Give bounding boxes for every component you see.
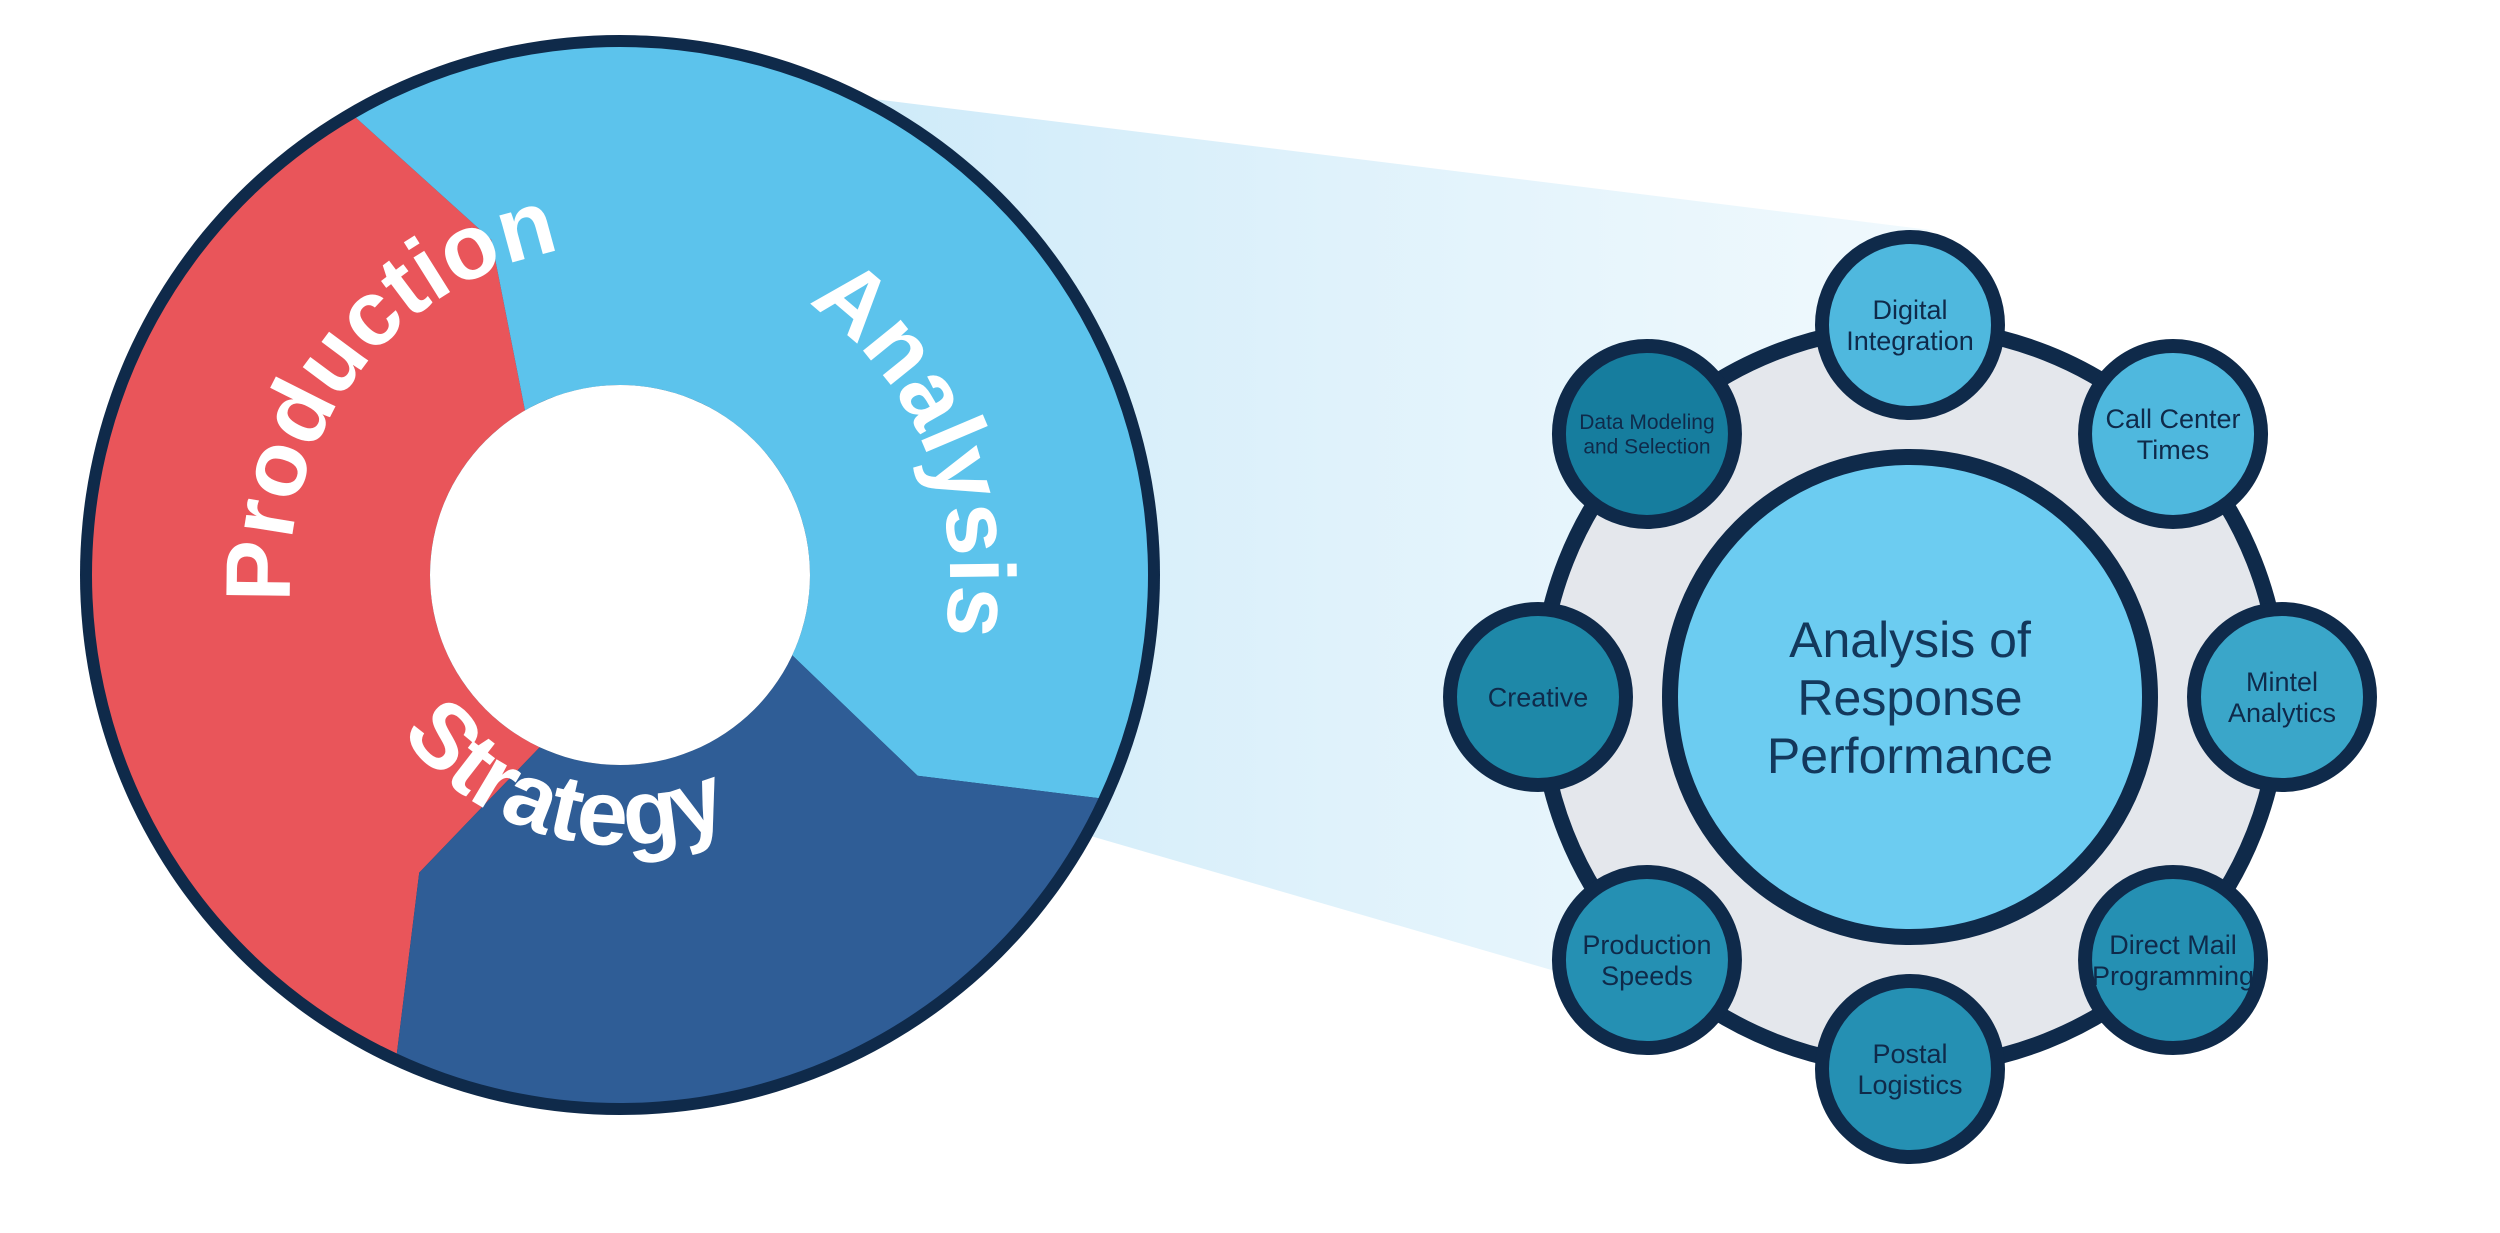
segment-strategy <box>396 655 1099 1103</box>
hub-node-label-line: Direct Mail <box>2109 930 2237 960</box>
hub-node-circle <box>1815 230 2005 420</box>
hub-node-circle <box>1443 602 1633 792</box>
hub-node-label-line: Times <box>2137 435 2210 465</box>
hub-node-label-line: Creative <box>1488 682 1589 712</box>
hub-node-label-line: Postal <box>1872 1039 1947 1069</box>
hub-node-label-line: and Selection <box>1583 435 1710 458</box>
hub-node-circle <box>1551 865 1742 1056</box>
hub-node-label-line: Integration <box>1846 326 1974 356</box>
hub-node-label-line: Speeds <box>1601 961 1693 991</box>
hub-node-label-line: Logistics <box>1857 1070 1962 1100</box>
cycle-wheel: Production Analysis Strategy <box>80 35 1160 1115</box>
hub-title-line: Analysis of <box>1789 612 2031 668</box>
hub-node-circle <box>2187 602 2377 792</box>
hub-node-label-line: Programming <box>2092 961 2254 991</box>
hub-node-label-line: Data Modeling <box>1579 411 1714 434</box>
wheel-center-hole <box>430 385 810 765</box>
hub-node-label-line: Analytics <box>2228 698 2336 728</box>
segment-production <box>91 117 540 1054</box>
hub-node-circle <box>1815 974 2005 1164</box>
hub-node-circle <box>2078 865 2269 1056</box>
hub-node-label-line: Call Center <box>2106 404 2241 434</box>
hub-node-circle <box>1551 338 1742 529</box>
hub-title-line: Response <box>1797 670 2022 726</box>
segment-analysis <box>356 47 1148 799</box>
hub-node-label-line: Mintel <box>2246 667 2318 697</box>
hub-center-circle <box>1662 449 2158 945</box>
hub-node-label-line: Production <box>1582 930 1711 960</box>
hub-node-circle <box>2078 338 2269 529</box>
hub-node-label-line: Digital <box>1872 295 1947 325</box>
hub-title-line: Performance <box>1767 728 2053 784</box>
hub-node: Creative <box>1443 602 1633 792</box>
hub-node-label: Creative <box>1488 682 1589 712</box>
